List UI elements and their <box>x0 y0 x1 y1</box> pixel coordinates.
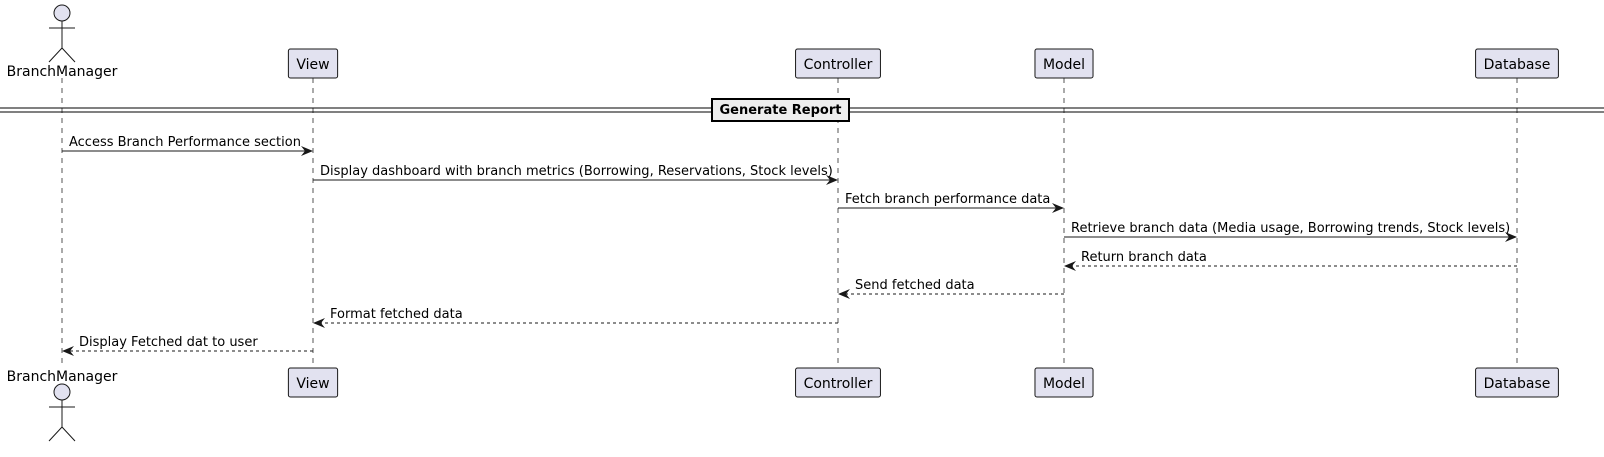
message-label: Retrieve branch data (Media usage, Borro… <box>1071 221 1510 236</box>
participant-model-top: Model <box>1034 48 1094 79</box>
divider: Generate Report <box>0 98 1604 122</box>
divider-box <box>711 98 850 122</box>
participant-model-bottom: Model <box>1034 367 1094 398</box>
message-label: Send fetched data <box>855 278 975 293</box>
participant-label: Model <box>1043 57 1085 73</box>
participant-box <box>1475 367 1559 398</box>
participant-view-bottom: View <box>287 367 339 398</box>
participant-box <box>287 48 339 79</box>
message-label: Display dashboard with branch metrics (B… <box>320 164 833 179</box>
participant-box <box>795 367 881 398</box>
participant-label: Database <box>1484 376 1551 392</box>
actor-head-icon <box>53 4 71 22</box>
participant-view-top: View <box>287 48 339 79</box>
participant-label: Model <box>1043 376 1085 392</box>
participant-box <box>1475 48 1559 79</box>
actor-legs <box>48 426 76 442</box>
participant-controller-bottom: Controller <box>795 367 881 398</box>
message-label: Fetch branch performance data <box>845 192 1050 207</box>
participant-box <box>1034 367 1094 398</box>
participant-heads-bottom: BranchManager View Controller Model Database <box>7 367 1559 442</box>
participant-box <box>1034 48 1094 79</box>
message-6: Send fetched data <box>838 278 1064 299</box>
message-5: Return branch data <box>1064 250 1517 271</box>
participant-database-top: Database <box>1475 48 1559 79</box>
participant-database-bottom: Database <box>1475 367 1559 398</box>
actor-head-icon <box>53 383 71 401</box>
participant-label: Controller <box>804 376 873 392</box>
participant-box <box>287 367 339 398</box>
actor-branch-manager-bottom: BranchManager <box>7 369 118 442</box>
actor-branch-manager-top: BranchManager <box>7 4 118 80</box>
message-label: Return branch data <box>1081 250 1207 265</box>
message-1: Access Branch Performance section <box>62 135 313 156</box>
message-7: Format fetched data <box>313 307 838 328</box>
participant-heads-top: BranchManager View Controller Model Database <box>7 4 1559 80</box>
message-label: Format fetched data <box>330 307 463 322</box>
participant-label: Database <box>1484 57 1551 73</box>
actor-label: BranchManager <box>7 369 118 385</box>
message-label: Display Fetched dat to user <box>79 335 258 350</box>
message-label: Access Branch Performance section <box>69 135 301 150</box>
actor-label: BranchManager <box>7 64 118 80</box>
participant-label: View <box>296 376 329 392</box>
participant-controller-top: Controller <box>795 48 881 79</box>
message-4: Retrieve branch data (Media usage, Borro… <box>1064 221 1517 242</box>
message-3: Fetch branch performance data <box>838 192 1064 213</box>
divider-label: Generate Report <box>720 103 842 118</box>
participant-box <box>795 48 881 79</box>
participant-label: View <box>296 57 329 73</box>
message-2: Display dashboard with branch metrics (B… <box>313 164 838 185</box>
message-8: Display Fetched dat to user <box>62 335 313 356</box>
participant-label: Controller <box>804 57 873 73</box>
actor-legs <box>48 47 76 63</box>
messages: Access Branch Performance sectionDisplay… <box>62 135 1517 356</box>
